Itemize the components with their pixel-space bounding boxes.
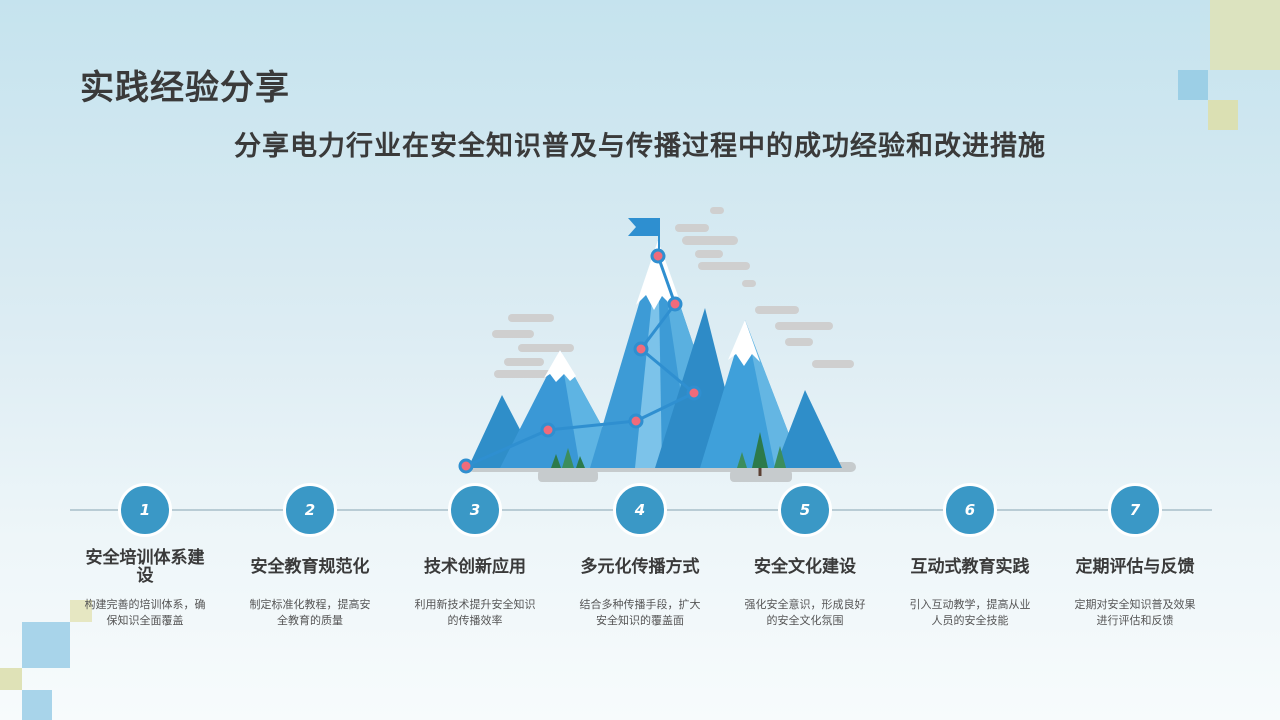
step-number-badge: 5 xyxy=(778,483,832,537)
step-description: 强化安全意识，形成良好的安全文化氛围 xyxy=(744,598,866,627)
step-description: 利用新技术提升安全知识的传播效率 xyxy=(414,598,536,627)
step-title: 互动式教育实践 xyxy=(910,557,1030,577)
step-title: 安全培训体系建设 xyxy=(85,548,205,586)
step-6: 6 互动式教育实践 引入互动教学，提高从业人员的安全技能 xyxy=(885,483,1055,629)
mountain-icon xyxy=(468,240,842,468)
step-description: 定期对安全知识普及效果进行评估和反馈 xyxy=(1074,598,1196,627)
slide-subtitle: 分享电力行业在安全知识普及与传播过程中的成功经验和改进措施 xyxy=(234,131,1046,162)
step-title: 多元化传播方式 xyxy=(580,557,700,577)
step-description: 构建完善的培训体系，确保知识全面覆盖 xyxy=(84,598,206,627)
step-1: 1 安全培训体系建设 构建完善的培训体系，确保知识全面覆盖 xyxy=(60,483,230,629)
step-title: 技术创新应用 xyxy=(424,557,526,577)
step-number-badge: 1 xyxy=(118,483,172,537)
step-description: 制定标准化教程，提高安全教育的质量 xyxy=(249,598,371,627)
step-description: 结合多种传播手段，扩大安全知识的覆盖面 xyxy=(579,598,701,627)
step-title: 定期评估与反馈 xyxy=(1075,557,1195,577)
step-2: 2 安全教育规范化 制定标准化教程，提高安全教育的质量 xyxy=(225,483,395,629)
step-number-badge: 7 xyxy=(1108,483,1162,537)
step-4: 4 多元化传播方式 结合多种传播手段，扩大安全知识的覆盖面 xyxy=(555,483,725,629)
corner-decoration-bottom-left xyxy=(0,600,92,720)
step-3: 3 技术创新应用 利用新技术提升安全知识的传播效率 xyxy=(390,483,560,629)
step-title: 安全文化建设 xyxy=(754,557,856,577)
flag-icon xyxy=(628,218,660,250)
step-number-badge: 4 xyxy=(613,483,667,537)
step-title: 安全教育规范化 xyxy=(250,557,370,577)
step-description: 引入互动教学，提高从业人员的安全技能 xyxy=(909,598,1031,627)
cloud-icon xyxy=(492,207,854,378)
mountain-illustration xyxy=(430,200,870,490)
corner-decoration-top-right xyxy=(1178,0,1280,130)
step-5: 5 安全文化建设 强化安全意识，形成良好的安全文化氛围 xyxy=(720,483,890,629)
step-7: 7 定期评估与反馈 定期对安全知识普及效果进行评估和反馈 xyxy=(1050,483,1220,629)
tree-icon xyxy=(551,432,786,476)
step-number-badge: 3 xyxy=(448,483,502,537)
slide-title: 实践经验分享 xyxy=(80,68,290,108)
step-number-badge: 6 xyxy=(943,483,997,537)
step-number-badge: 2 xyxy=(283,483,337,537)
